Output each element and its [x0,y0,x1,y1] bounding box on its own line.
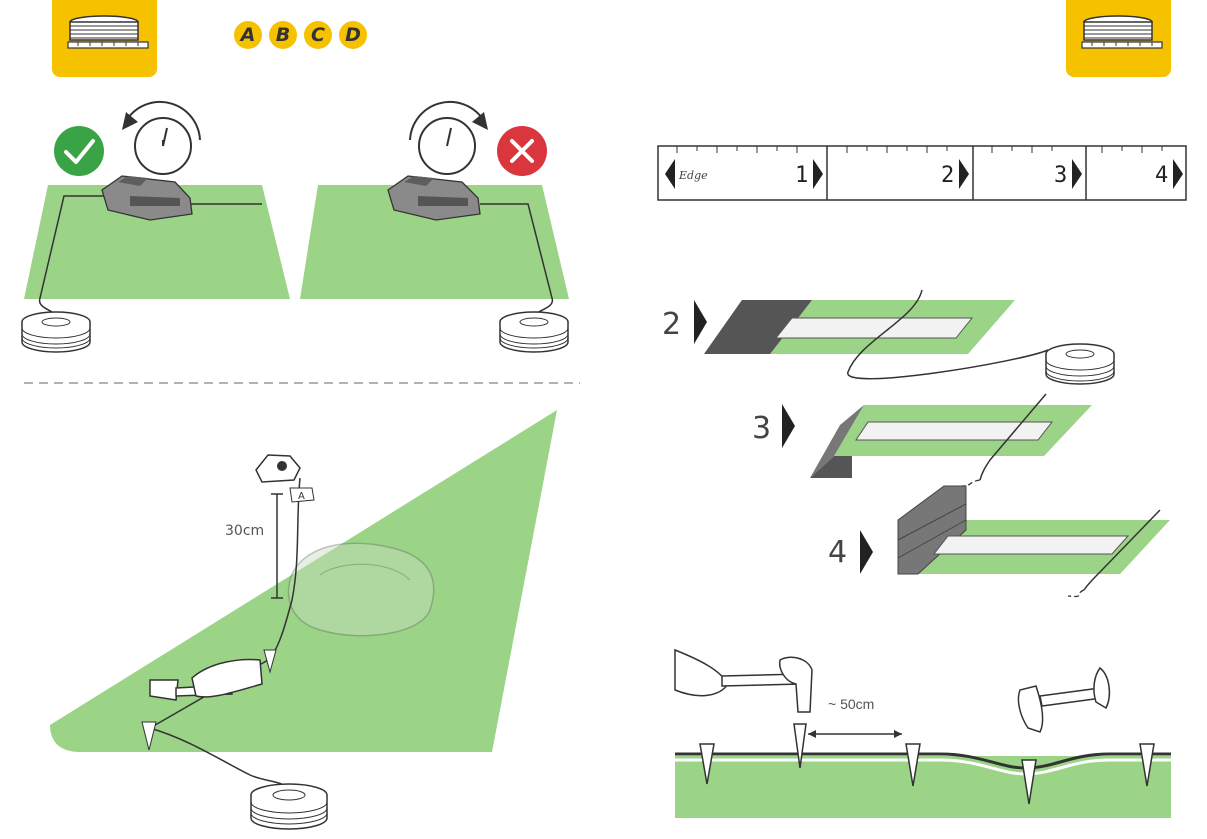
wire-coil-bottom [250,783,328,830]
charging-station-wrong [387,175,481,221]
badge-d: D [339,21,367,49]
ruler-arrow-3-icon [1072,159,1082,189]
ground-strip [675,756,1171,818]
checkmark-icon [54,126,104,176]
post-tag-label: A [298,491,305,502]
cross-icon [497,126,547,176]
wire-coil-top-left [21,311,91,353]
step-4-arrow-icon [860,530,873,574]
lawn-perspective [50,410,557,752]
ruler-arrow-2-icon [959,159,969,189]
step-3-number: 3 [752,411,771,446]
ruler-arrow-4-icon [1173,159,1183,189]
ruler-edge-label: Edge [678,169,708,182]
ruler-arrow-1-icon [813,159,823,189]
wire-peg [699,723,1155,805]
wire-coil-top-right [499,311,569,353]
left-page-illustration: A 30cm [21,100,580,830]
distance-50cm-label: ~ 50cm [828,696,875,712]
badge-c: C [304,21,332,49]
step-3-arrow-icon [782,404,795,448]
brick-wall [897,485,967,575]
badge-a: A [234,21,262,49]
clock-counterclockwise-icon [122,100,201,175]
ruler-segment-2: 2 [941,163,954,188]
wire-coil-right [1045,343,1115,385]
step-4-number: 4 [828,535,847,570]
left-tab [52,0,157,77]
measuring-tape-icon [67,15,149,49]
ruler-left-arrow-icon [665,159,675,189]
charging-station-correct [101,175,193,221]
badge-b: B [269,21,297,49]
ruler-segment-4: 4 [1155,163,1168,188]
distance-30cm-label: 30cm [225,523,264,539]
hand-hammer-right [1017,666,1111,733]
measuring-ruler: Edge 1 2 3 4 [657,145,1187,201]
right-tab [1066,0,1171,77]
measuring-tape-icon [1081,15,1163,49]
robotic-mower-ghost [287,542,435,637]
distance-gauge [255,454,315,599]
hand-hammer-left [674,648,813,713]
ruler-segment-1: 1 [795,163,808,188]
wire-peg [141,649,277,751]
lawn-wrong [300,185,569,299]
clock-clockwise-icon [409,100,488,175]
right-page-illustration: 2 3 4 [662,289,1171,818]
distance-arrow [808,730,902,738]
ruler-segment-3: 3 [1054,163,1067,188]
step-2-number: 2 [662,307,681,342]
lawn-correct [24,185,290,299]
hand-hammer [149,658,263,701]
step-2-arrow-icon [694,300,707,344]
